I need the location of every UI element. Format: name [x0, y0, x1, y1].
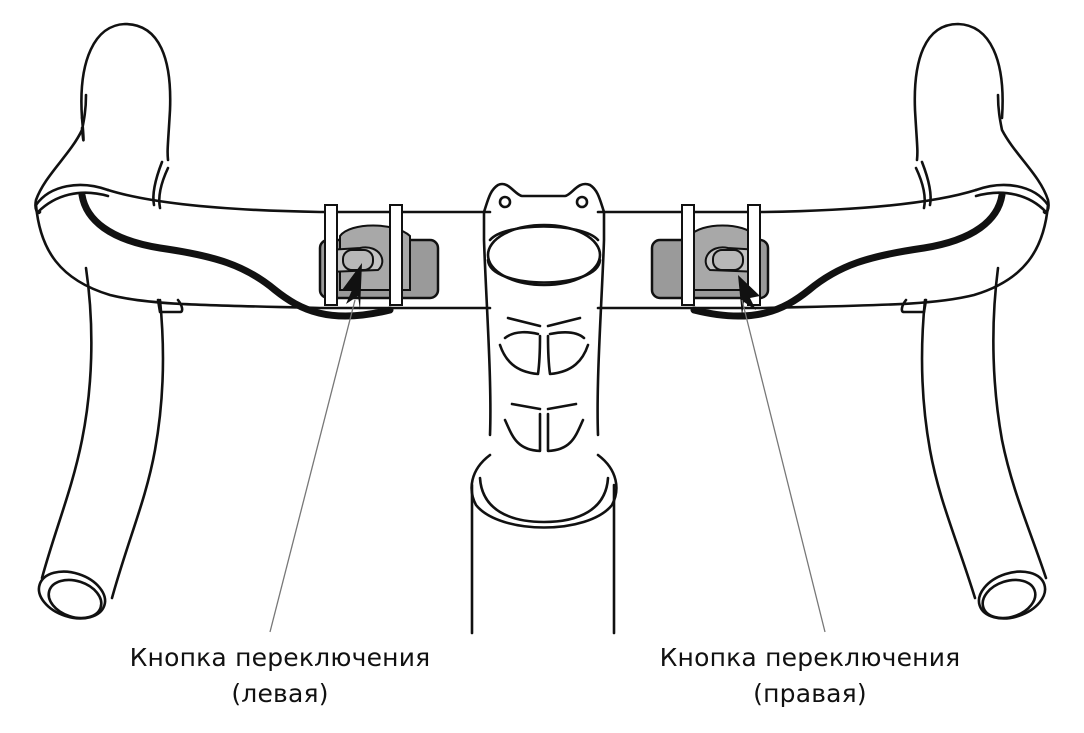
- left-shift-button[interactable]: [318, 204, 440, 310]
- callout-right-side: (правая): [753, 679, 867, 708]
- left-drop: [37, 266, 165, 620]
- head-tube: [470, 453, 618, 635]
- callout-right-title: Кнопка переключения: [659, 643, 961, 672]
- callout-right-shift-button: Кнопка переключения (правая): [630, 640, 990, 712]
- left-hood: [34, 22, 184, 314]
- right-drop: [920, 266, 1048, 620]
- callout-left-shift-button: Кнопка переключения (левая): [100, 640, 460, 712]
- right-arrow-icon: [738, 275, 760, 316]
- left-arrow-icon: [342, 263, 362, 310]
- leader-line-right: [741, 299, 826, 633]
- left-cable: [78, 191, 394, 320]
- callout-left-side: (левая): [231, 679, 329, 708]
- callout-left-title: Кнопка переключения: [129, 643, 431, 672]
- right-hood: [900, 22, 1050, 314]
- leader-line-left: [269, 299, 356, 633]
- right-shift-button[interactable]: [650, 204, 770, 316]
- right-cable: [690, 191, 1006, 320]
- handlebar-top: [34, 188, 1050, 310]
- stem: [482, 182, 606, 453]
